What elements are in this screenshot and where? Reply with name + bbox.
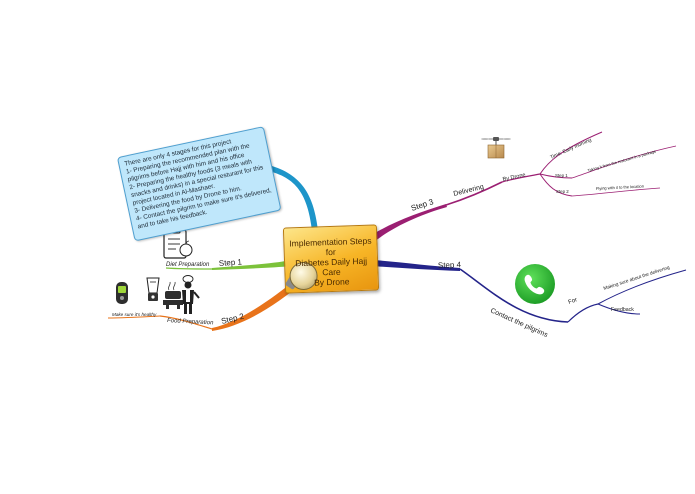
feedback-branch (597, 303, 641, 315)
central-topic[interactable]: Implementation Steps for Diabetes Daily … (282, 224, 380, 294)
delivering-label[interactable]: Delivering (453, 184, 485, 198)
for-branch (567, 303, 599, 323)
making-sure-label[interactable]: Making sure about the delivering (603, 265, 671, 292)
step1-branch (212, 260, 292, 270)
step3-2-label[interactable]: Step 2 (556, 189, 569, 194)
food-preparation-branch (159, 315, 213, 330)
step3-1-label[interactable]: Step 1 (555, 173, 568, 178)
for-label[interactable]: For (568, 297, 579, 306)
making-sure-branch (597, 269, 687, 305)
note-connector (272, 166, 318, 230)
phone-icon (515, 264, 555, 304)
time-branch (539, 131, 603, 175)
glucose-meter-icon (116, 282, 128, 304)
step1-label[interactable]: Step 1 (219, 257, 243, 268)
by-drone-branch (501, 173, 541, 183)
step3-branch (370, 204, 447, 242)
blender-icon (146, 277, 160, 301)
central-title-line: By Drone (313, 276, 350, 288)
cooking-pot-icon (163, 281, 183, 309)
healthy-branch (107, 315, 161, 319)
step3-1-detail-label[interactable]: Taking it from the resturant in a packag… (587, 148, 658, 173)
diet-preparation-branch (165, 267, 213, 270)
step3-1-detail-branch (571, 145, 677, 179)
healthy-label[interactable]: Make sure it's healthy (112, 312, 157, 317)
drone-icon (481, 137, 511, 159)
by-drone-label[interactable]: By Drone (502, 172, 526, 183)
step2-branch (212, 278, 304, 331)
step3-2-detail-label[interactable]: Flying with it to the location (596, 183, 644, 191)
diet-preparation-label[interactable]: Diet Preparation (166, 262, 210, 268)
step3-2-detail-branch (571, 187, 661, 197)
food-preparation-label[interactable]: Food Preparation (167, 318, 214, 326)
chef-icon (182, 275, 200, 314)
step3-2-branch (539, 173, 573, 197)
step4-branch (372, 260, 460, 271)
step3-1-branch (539, 173, 573, 179)
central-topic-title: Implementation Steps for Diabetes Daily … (284, 235, 378, 288)
contact-pilgrims-branch (459, 268, 569, 323)
contact-pilgrims-label[interactable]: Contact the pilgrims (489, 307, 549, 339)
step4-label[interactable]: Step 4 (438, 260, 462, 270)
delivering-branch (445, 181, 503, 206)
time-label[interactable]: Time: Early morning (549, 137, 592, 161)
feedback-label[interactable]: Feedback (611, 307, 634, 313)
